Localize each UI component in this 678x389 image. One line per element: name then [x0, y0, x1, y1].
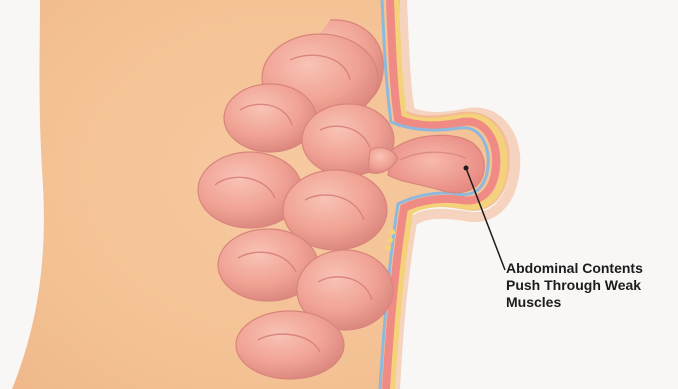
callout-line-3: Muscles: [506, 294, 678, 311]
callout-pointer-dot: [464, 166, 469, 171]
callout-label: Abdominal Contents Push Through Weak Mus…: [506, 260, 678, 311]
callout-line-1: Abdominal Contents: [506, 260, 678, 277]
callout-line-2: Push Through Weak: [506, 277, 678, 294]
